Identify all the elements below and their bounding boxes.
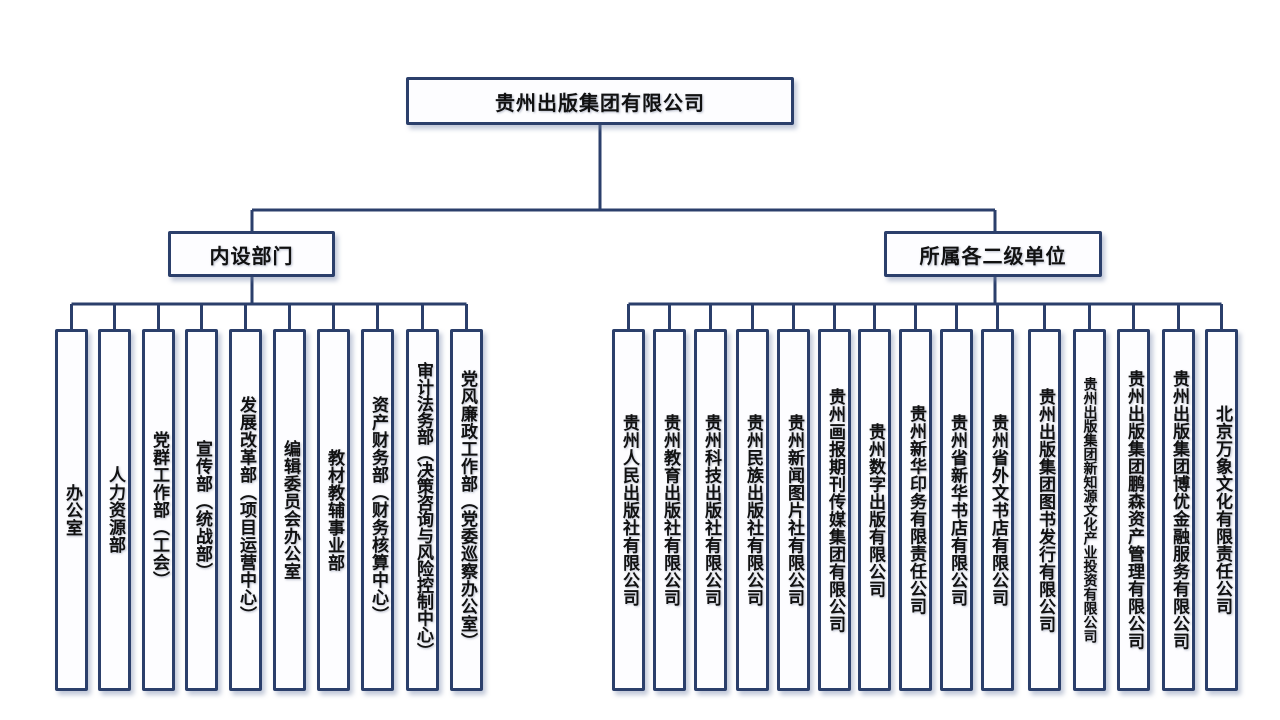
root-label: 贵州出版集团有限公司 [495, 90, 705, 115]
leaf-node: 北京万象文化有限责任公司 [1205, 329, 1238, 691]
leaf-label: 党群工作部（工会） [149, 431, 169, 589]
leaf-label: 贵州科技出版社有限公司 [701, 413, 721, 607]
leaf-node: 党风廉政工作部（党委巡察办公室） [450, 329, 483, 691]
leaf-label: 贵州数字出版有限公司 [865, 422, 885, 598]
leaf-label: 贵州出版集团新知源文化产业投资有限公司 [1081, 377, 1098, 643]
leaf-label: 审计法务部（决策咨询与风险控制中心） [413, 361, 433, 659]
leaf-node: 贵州画报期刊传媒集团有限公司 [818, 329, 851, 691]
branch-label: 内设部门 [209, 243, 294, 268]
leaf-node: 人力资源部 [98, 329, 131, 691]
root-node: 贵州出版集团有限公司 [406, 77, 794, 125]
leaf-label: 宣传部（统战部） [192, 440, 212, 580]
leaf-node: 贵州教育出版社有限公司 [653, 329, 686, 691]
leaf-label: 办公室 [62, 483, 82, 537]
leaf-label: 贵州省外文书店有限公司 [988, 413, 1008, 607]
leaf-node: 贵州科技出版社有限公司 [694, 329, 727, 691]
leaf-node: 资产财务部（财务核算中心） [361, 329, 394, 691]
leaf-node: 贵州新闻图片社有限公司 [777, 329, 810, 691]
leaf-node: 党群工作部（工会） [142, 329, 175, 691]
leaf-label: 发展改革部（项目运营中心） [236, 396, 256, 624]
leaf-label: 贵州新闻图片社有限公司 [784, 413, 804, 607]
leaf-label: 贵州人民出版社有限公司 [619, 413, 639, 607]
leaf-node: 发展改革部（项目运营中心） [229, 329, 262, 691]
branch-label: 所属各二级单位 [919, 243, 1067, 268]
leaf-node: 审计法务部（决策咨询与风险控制中心） [406, 329, 439, 691]
leaf-node: 贵州民族出版社有限公司 [736, 329, 769, 691]
leaf-label: 人力资源部 [105, 466, 125, 554]
leaf-label: 贵州省新华书店有限公司 [947, 413, 967, 607]
leaf-node: 贵州出版集团图书发行有限公司 [1028, 329, 1061, 691]
leaf-label: 贵州民族出版社有限公司 [743, 413, 763, 607]
leaf-node: 贵州新华印务有限责任公司 [899, 329, 932, 691]
leaf-node: 贵州数字出版有限公司 [858, 329, 891, 691]
leaf-label: 贵州出版集团鹏森资产管理有限公司 [1124, 370, 1144, 650]
leaf-node: 贵州出版集团鹏森资产管理有限公司 [1117, 329, 1150, 691]
leaf-label: 贵州教育出版社有限公司 [660, 413, 680, 607]
leaf-label: 资产财务部（财务核算中心） [368, 396, 388, 624]
leaf-label: 贵州新华印务有限责任公司 [906, 405, 926, 615]
leaf-label: 贵州出版集团图书发行有限公司 [1035, 387, 1055, 633]
leaf-label: 党风廉政工作部（党委巡察办公室） [457, 370, 477, 650]
leaf-node: 教材教辅事业部 [317, 329, 350, 691]
branch-node-internal-departments: 内设部门 [168, 231, 335, 277]
leaf-node: 贵州省外文书店有限公司 [981, 329, 1014, 691]
leaf-node: 办公室 [55, 329, 88, 691]
leaf-label: 教材教辅事业部 [324, 448, 344, 572]
leaf-node: 宣传部（统战部） [185, 329, 218, 691]
leaf-label: 贵州出版集团博优金融服务有限公司 [1169, 370, 1189, 650]
branch-node-subsidiaries: 所属各二级单位 [884, 231, 1102, 277]
leaf-node: 贵州人民出版社有限公司 [612, 329, 645, 691]
leaf-node: 贵州省新华书店有限公司 [940, 329, 973, 691]
leaf-label: 北京万象文化有限责任公司 [1212, 405, 1232, 615]
leaf-label: 编辑委员会办公室 [280, 440, 300, 580]
leaf-node: 编辑委员会办公室 [273, 329, 306, 691]
leaf-label: 贵州画报期刊传媒集团有限公司 [825, 387, 845, 633]
leaf-node: 贵州出版集团博优金融服务有限公司 [1162, 329, 1195, 691]
leaf-node: 贵州出版集团新知源文化产业投资有限公司 [1073, 329, 1106, 691]
